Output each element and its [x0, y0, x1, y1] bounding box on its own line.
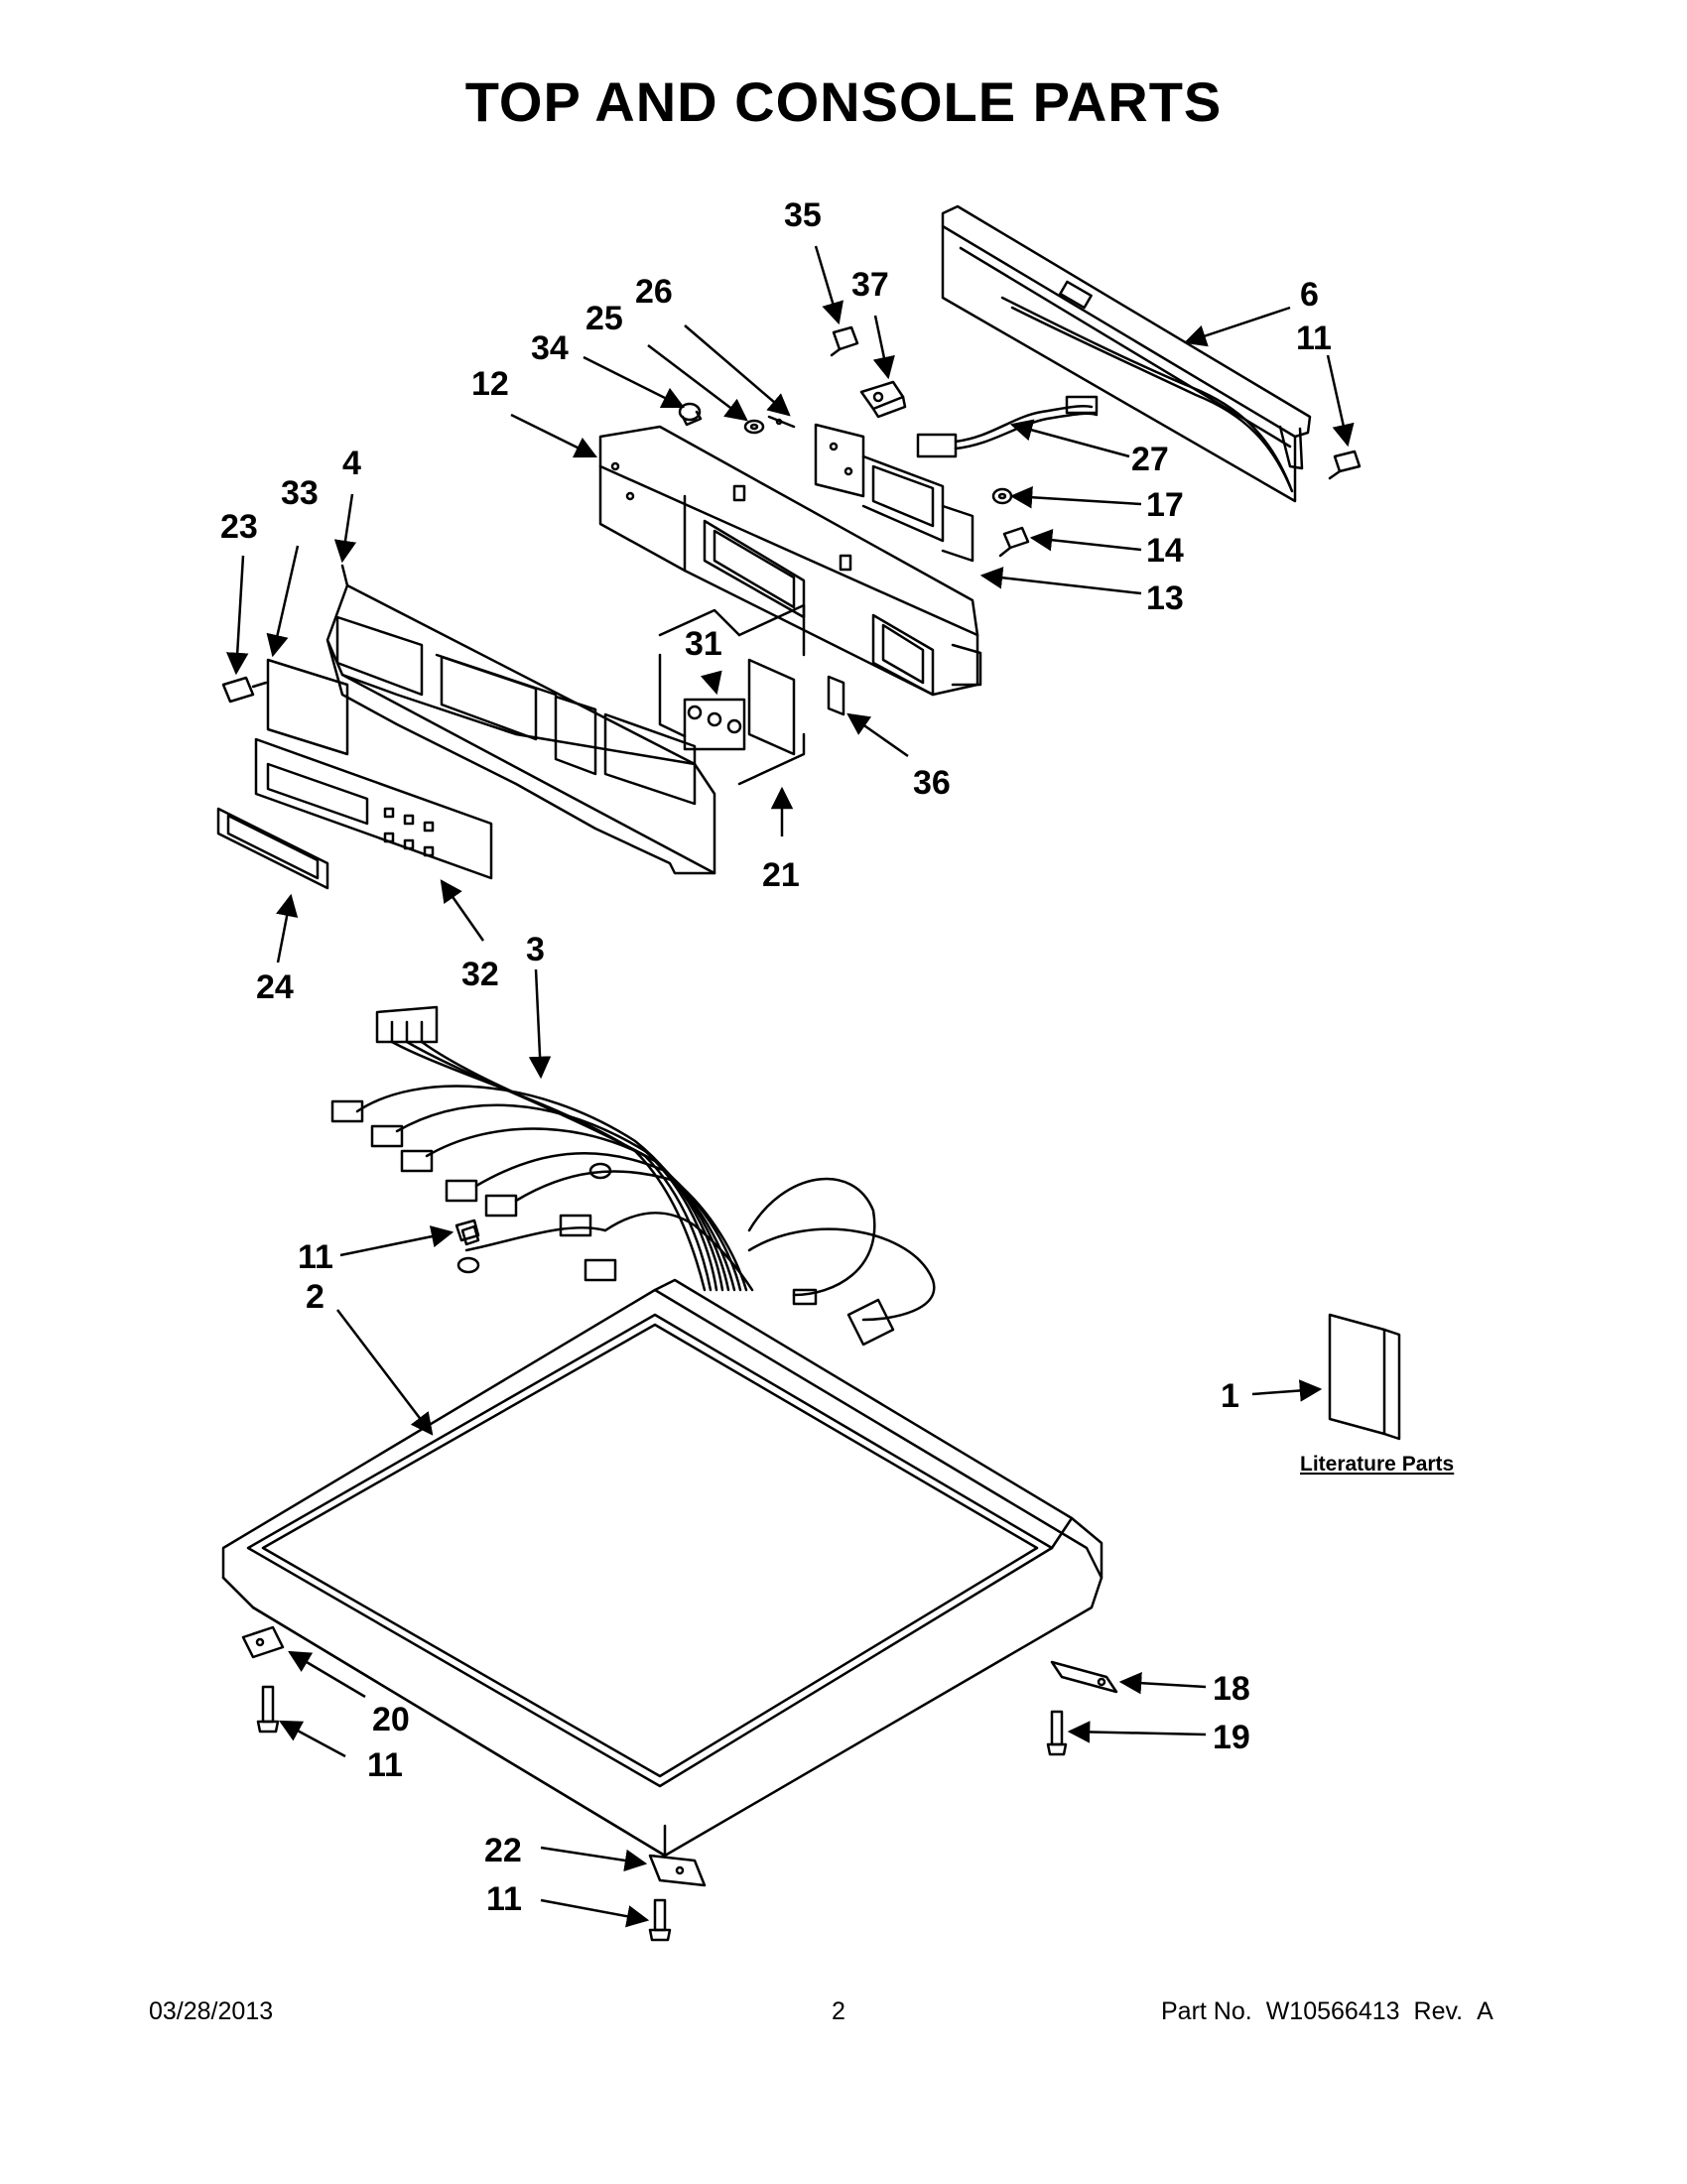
callout-21: 21 [762, 856, 800, 894]
callout-31: 31 [685, 625, 722, 663]
callout-11-mid: 11 [298, 1238, 333, 1276]
part-21-ui-board-group [658, 603, 845, 786]
revision-value: A [1477, 1997, 1493, 2025]
part-37-connector [859, 380, 907, 419]
part-35-screw [830, 325, 859, 357]
callout-18: 18 [1213, 1670, 1250, 1708]
revision-label: Rev. [1413, 1997, 1464, 2025]
part-26-pin [767, 415, 796, 429]
part-6-console-bracket [941, 204, 1312, 503]
part-14-screw [998, 526, 1030, 558]
part-20-hinge [241, 1625, 285, 1659]
callout-24: 24 [256, 968, 294, 1006]
part-11-screw-bottom [648, 1898, 672, 1942]
callout-33: 33 [281, 474, 319, 512]
callout-12: 12 [471, 365, 509, 403]
callout-34: 34 [531, 329, 569, 367]
callout-36: 36 [913, 764, 951, 802]
callout-4: 4 [342, 445, 361, 482]
callout-23: 23 [220, 508, 258, 546]
callout-1: 1 [1221, 1377, 1239, 1415]
part-24-lens [216, 807, 329, 890]
part-11-screw-left [256, 1685, 280, 1734]
part-4-console-panel [325, 564, 716, 875]
callout-13: 13 [1146, 579, 1184, 617]
callout-27: 27 [1131, 441, 1169, 478]
callout-17: 17 [1146, 486, 1184, 524]
footer-page-number: 2 [832, 1997, 845, 2025]
part-2-top-panel [221, 1278, 1103, 1858]
callout-19: 19 [1213, 1719, 1250, 1756]
part-number-label: Part No. [1161, 1997, 1252, 2025]
footer-part-info: Part No. W10566413 Rev. A [1161, 1997, 1507, 2026]
part-1-literature [1328, 1313, 1401, 1441]
callout-11-top: 11 [1296, 320, 1332, 357]
callout-32: 32 [461, 956, 499, 993]
callout-11-bottom: 11 [486, 1880, 522, 1918]
part-number-value: W10566413 [1265, 1997, 1400, 2025]
part-27-wire-harness [916, 395, 1099, 458]
callout-6: 6 [1300, 276, 1319, 314]
callout-26: 26 [635, 273, 673, 311]
part-3-wire-harness [330, 1005, 936, 1347]
part-19-screw [1046, 1710, 1068, 1756]
callout-20: 20 [372, 1701, 410, 1738]
part-32-overlay [254, 737, 493, 880]
callout-22: 22 [484, 1832, 522, 1869]
part-17-nut [991, 487, 1013, 505]
part-34-knob [678, 402, 703, 427]
part-23-screw [221, 676, 268, 704]
part-13-board-mount [814, 423, 974, 563]
footer-date: 03/28/2013 [149, 1997, 274, 2025]
part-12-console-housing [598, 425, 982, 697]
literature-parts-label: Literature Parts [1300, 1453, 1454, 1476]
part-22-bracket [648, 1854, 707, 1887]
callout-35: 35 [784, 196, 822, 234]
callout-11-left: 11 [367, 1746, 403, 1784]
part-18-hinge [1050, 1660, 1118, 1694]
callout-3: 3 [526, 931, 545, 968]
page-title: TOP AND CONSOLE PARTS [464, 70, 1223, 133]
callout-25: 25 [585, 300, 623, 337]
part-11-screw-mid [454, 1219, 480, 1242]
part-11-screw-top [1328, 450, 1362, 480]
callout-14: 14 [1146, 532, 1184, 570]
callout-37: 37 [851, 266, 889, 304]
part-25-washer [743, 419, 765, 435]
part-33-overlay-pad [266, 658, 349, 756]
callout-2: 2 [306, 1278, 324, 1316]
